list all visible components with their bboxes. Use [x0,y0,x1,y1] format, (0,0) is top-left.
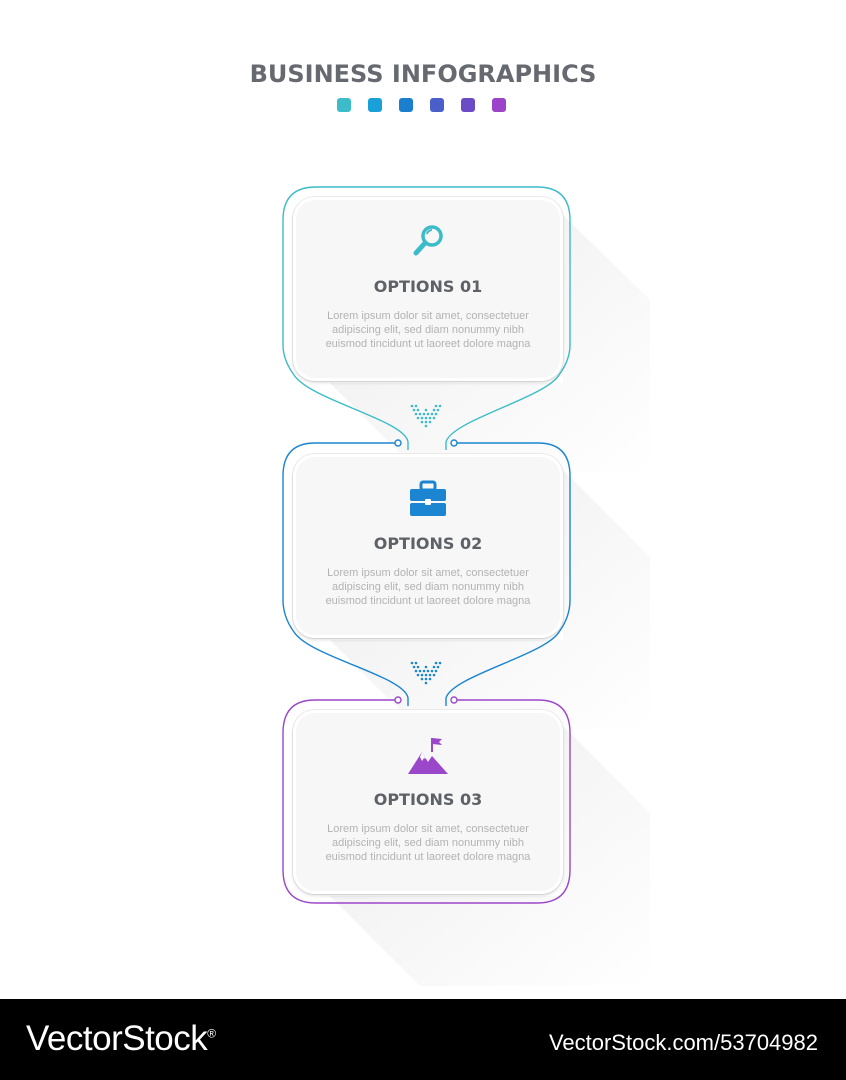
footer-bar: VectorStock® VectorStock.com/53704982 [0,999,846,1080]
outline-connectors [282,186,571,904]
briefcase-icon [293,480,563,518]
color-dot [461,98,475,112]
option-heading: OPTIONS 01 [373,277,483,296]
option-outline [282,699,571,904]
option-heading: OPTIONS 03 [373,790,483,809]
dotted-arrow-icon [410,404,442,428]
dotted-arrow-icon [410,661,442,685]
option-card-02: OPTIONS 02 Lorem ipsum dolor sit amet, c… [293,454,563,638]
mountain-flag-icon [293,736,563,776]
option-card-01: OPTIONS 01 Lorem ipsum dolor sit amet, c… [293,197,563,381]
option-description: Lorem ipsum dolor sit amet, consectetuer… [325,823,531,863]
option-description: Lorem ipsum dolor sit amet, consectetuer… [325,310,531,350]
color-dot [337,98,351,112]
magnifier-icon [293,223,563,259]
option-outline [282,442,409,706]
vectorstock-logo: VectorStock® [26,1019,216,1058]
option-outline [445,442,571,706]
color-dot [368,98,382,112]
color-dot [430,98,444,112]
color-dot [399,98,413,112]
color-dot [492,98,506,112]
option-outline [282,186,571,450]
option-heading: OPTIONS 02 [373,534,483,553]
color-dots [337,98,506,112]
option-card-03: OPTIONS 03 Lorem ipsum dolor sit amet, c… [293,710,563,894]
option-description: Lorem ipsum dolor sit amet, consectetuer… [325,567,531,607]
stock-id: VectorStock.com/53704982 [548,1030,818,1055]
infographic-title: BUSINESS INFOGRAPHICS [249,60,597,88]
